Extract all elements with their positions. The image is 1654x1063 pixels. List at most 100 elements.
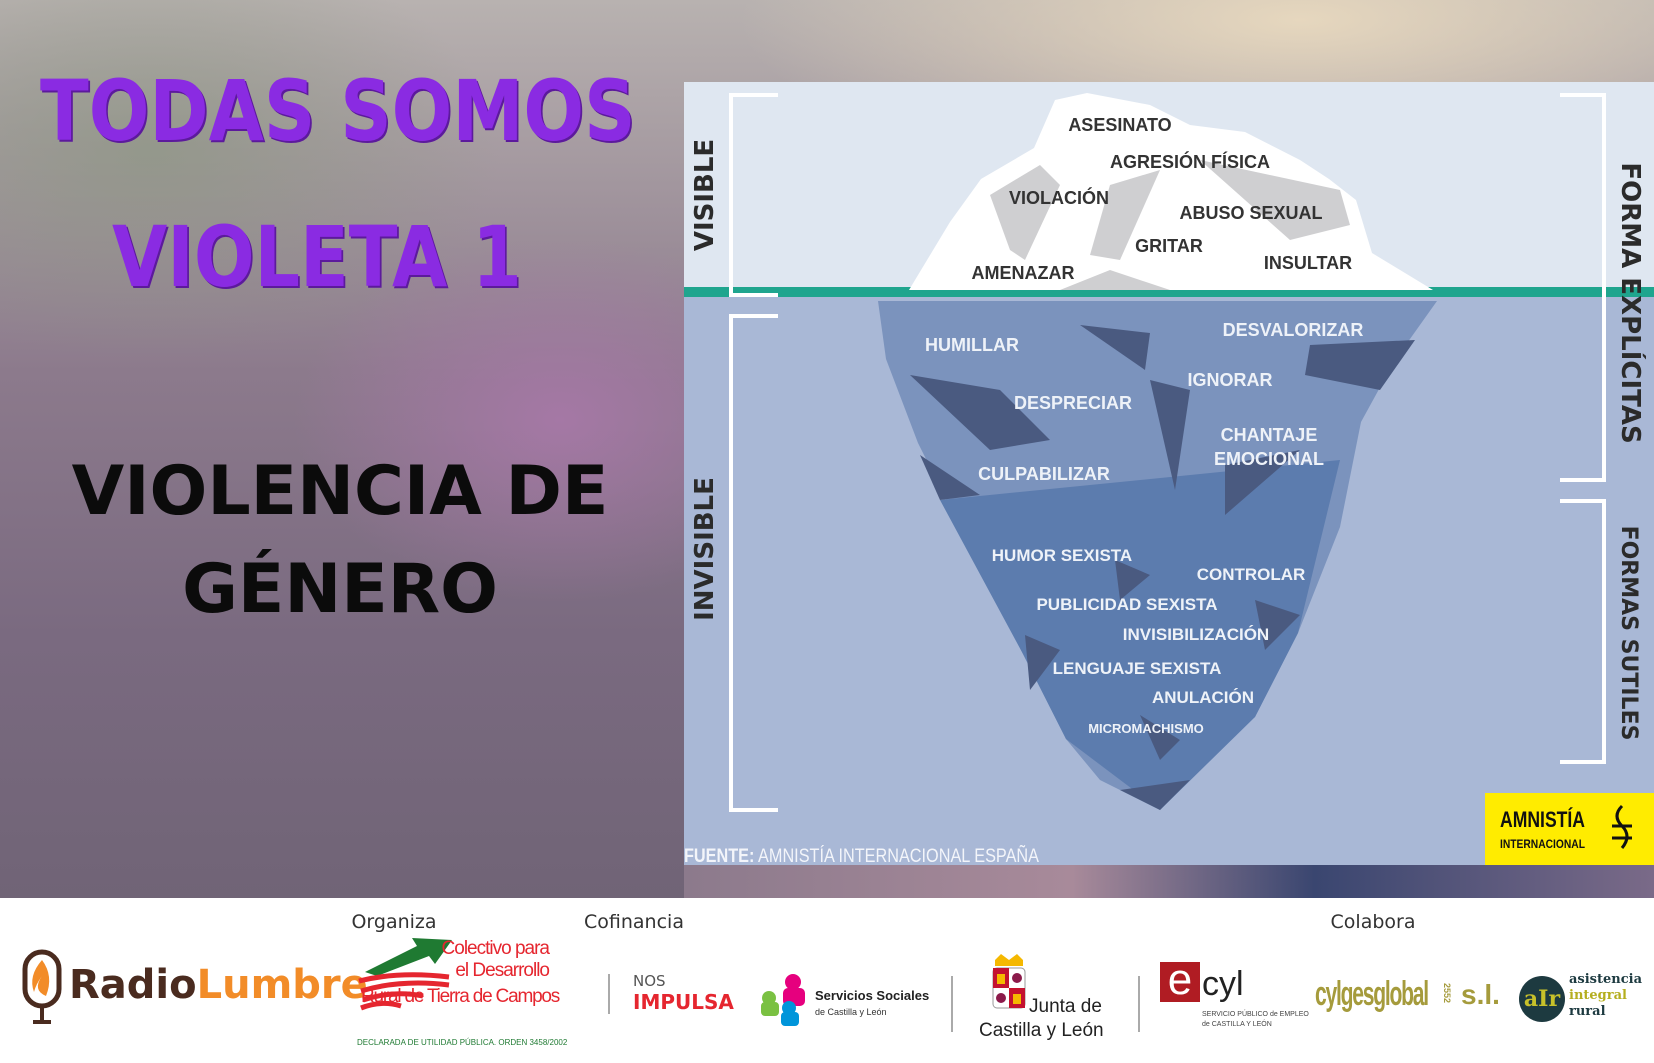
item-humor: HUMOR SEXISTA bbox=[992, 546, 1132, 565]
iceberg-facet bbox=[1255, 600, 1300, 650]
radio-logo-part2: Lumbre bbox=[196, 962, 368, 1008]
colectivo-line1: Colectivo para bbox=[441, 938, 550, 959]
ecyl-mark: e bbox=[1160, 958, 1200, 1002]
radio-logo-part1: Radio bbox=[69, 962, 197, 1008]
iceberg-facet bbox=[1150, 380, 1190, 490]
iceberg-facet bbox=[1025, 635, 1060, 690]
item-culpabilizar: CULPABILIZAR bbox=[978, 464, 1110, 484]
item-ignorar: IGNORAR bbox=[1188, 370, 1273, 390]
ecyl-line1: SERVICIO PÚBLICO de EMPLEO bbox=[1202, 1011, 1309, 1018]
organiza-label: Organiza bbox=[351, 911, 437, 933]
servicios-sociales-logo: Servicios Sociales de Castilla y León bbox=[757, 972, 930, 1028]
bracket-visible bbox=[729, 93, 778, 297]
subtitle-line-1: VIOLENCIA DE bbox=[71, 452, 609, 531]
iceberg-facet bbox=[1140, 715, 1180, 760]
radio-lumbre-logo: RadioLumbre bbox=[21, 948, 368, 1028]
amnesty-logo-line2: INTERNACIONAL bbox=[1500, 837, 1585, 851]
item-chantaje: CHANTAJE bbox=[1221, 425, 1318, 445]
iceberg-shadow bbox=[990, 165, 1060, 260]
item-agresion: AGRESIÓN FÍSICA bbox=[1110, 151, 1270, 172]
iceberg-shadow bbox=[1090, 170, 1160, 260]
item-anulacion: ANULACIÓN bbox=[1152, 688, 1254, 707]
invisible-items: HUMILLAR DESVALORIZAR IGNORAR DESPRECIAR… bbox=[925, 320, 1363, 736]
nos-impulsa-line2: IMPULSA bbox=[633, 990, 734, 1014]
cylgesglobal-logo: cylgesglobal 2552 s.l. bbox=[1315, 974, 1505, 1018]
asistencia-line3: rural bbox=[1569, 1004, 1606, 1019]
separator bbox=[1138, 976, 1140, 1032]
source-credit: FUENTE: AMNISTÍA INTERNACIONAL ESPAÑA bbox=[684, 845, 1039, 865]
candle-icon bbox=[1612, 804, 1632, 849]
iceberg-facet bbox=[1115, 560, 1150, 600]
item-lenguaje: LENGUAJE SEXISTA bbox=[1053, 659, 1222, 678]
item-amenazar: AMENAZAR bbox=[972, 263, 1075, 283]
item-asesinato: ASESINATO bbox=[1068, 115, 1171, 135]
ecyl-line2: de CASTILLA Y LEÓN bbox=[1202, 1021, 1272, 1028]
junta-line1: Junta de bbox=[1029, 996, 1102, 1017]
colabora-label: Colabora bbox=[1330, 911, 1416, 933]
cofinancia-label: Cofinancia bbox=[584, 911, 684, 933]
item-desvalorizar: DESVALORIZAR bbox=[1223, 320, 1364, 340]
colectivo-line3: Rural de Tierra de Campos bbox=[361, 986, 560, 1007]
servicios-line1: Servicios Sociales bbox=[815, 988, 930, 1003]
item-violacion: VIOLACIÓN bbox=[1009, 187, 1109, 208]
footer-sponsors: Organiza Cofinancia Colabora RadioLumbre… bbox=[0, 898, 1654, 1063]
item-emocional: EMOCIONAL bbox=[1214, 449, 1324, 469]
iceberg-facet bbox=[1120, 780, 1190, 810]
asistencia-line1: asistencia bbox=[1569, 972, 1643, 987]
item-abuso: ABUSO SEXUAL bbox=[1179, 203, 1322, 223]
label-explicit: FORMA EXPLÍCITAS bbox=[1615, 162, 1647, 443]
asistencia-integral-rural-logo: aIr asistencia integral rural bbox=[1519, 970, 1643, 1030]
servicios-line2: de Castilla y León bbox=[815, 1007, 887, 1017]
amnesty-logo-line1: AMNISTÍA bbox=[1500, 807, 1585, 832]
iceberg-facet bbox=[920, 455, 980, 500]
iceberg-infographic: VISIBLE INVISIBLE FORMA EXPLÍCITAS FORMA… bbox=[684, 82, 1654, 865]
title-line-1: TODAS SOMOS bbox=[40, 62, 636, 160]
title-line-2: VIOLETA 1 bbox=[112, 208, 522, 306]
item-controlar: CONTROLAR bbox=[1197, 565, 1306, 584]
colectivo-line2: el Desarrollo bbox=[455, 960, 550, 981]
source-label: FUENTE: bbox=[684, 846, 754, 865]
cylges-num: 2552 bbox=[1442, 982, 1453, 1004]
iceberg-facet bbox=[910, 375, 1050, 450]
iceberg-visible bbox=[909, 93, 1433, 290]
bracket-subtle bbox=[1560, 499, 1606, 764]
colectivo-line4: DECLARADA DE UTILIDAD PÚBLICA. ORDEN 345… bbox=[357, 1038, 568, 1047]
asistencia-line2: integral bbox=[1569, 988, 1627, 1003]
item-invisibilizacion: INVISIBILIZACIÓN bbox=[1123, 625, 1269, 644]
arrow-swoosh-icon bbox=[358, 938, 452, 1011]
iceberg-shadow bbox=[1060, 270, 1170, 290]
item-publicidad: PUBLICIDAD SEXISTA bbox=[1036, 595, 1217, 614]
microphone-flame-icon bbox=[22, 949, 62, 1024]
item-humillar: HUMILLAR bbox=[925, 335, 1019, 355]
asistencia-mark: aIr bbox=[1519, 976, 1565, 1022]
item-despreciar: DESPRECIAR bbox=[1014, 393, 1132, 413]
junta-cyl-logo: Junta de Castilla y León bbox=[979, 954, 1119, 1046]
subtitle-line-2: GÉNERO bbox=[182, 550, 498, 629]
background-image-strip bbox=[684, 865, 1654, 898]
waterline bbox=[684, 287, 1654, 297]
brackets bbox=[729, 93, 1606, 812]
iceberg-facet bbox=[1305, 340, 1415, 390]
item-insultar: INSULTAR bbox=[1264, 253, 1352, 273]
label-invisible: INVISIBLE bbox=[690, 477, 720, 621]
ecyl-logo: e cyl SERVICIO PÚBLICO de EMPLEO de CAST… bbox=[1160, 958, 1309, 1036]
bracket-invisible bbox=[729, 314, 778, 812]
visible-items: ASESINATO AGRESIÓN FÍSICA VIOLACIÓN ABUS… bbox=[972, 115, 1353, 283]
junta-line2: Castilla y León bbox=[979, 1020, 1104, 1041]
separator bbox=[608, 974, 610, 1014]
nos-impulsa-line1: NOS bbox=[633, 972, 666, 990]
label-subtle: FORMAS SUTILES bbox=[1616, 526, 1641, 741]
people-puzzle-icon bbox=[761, 974, 805, 1026]
item-micromachismo: MICROMACHISMO bbox=[1088, 721, 1204, 736]
cylges-name: cylgesglobal bbox=[1315, 975, 1429, 1013]
cylges-suffix: s.l. bbox=[1461, 979, 1500, 1010]
bracket-explicit bbox=[1560, 93, 1606, 482]
nos-impulsa-logo: NOS IMPULSA bbox=[633, 972, 734, 1014]
iceberg-deep-shade bbox=[940, 460, 1340, 810]
coat-of-arms-icon bbox=[992, 954, 1026, 1009]
ecyl-name: cyl bbox=[1202, 965, 1244, 1003]
iceberg-facet bbox=[1080, 325, 1150, 370]
iceberg-shadow bbox=[1200, 160, 1350, 240]
label-visible: VISIBLE bbox=[690, 139, 720, 251]
colectivo-logo: Colectivo para el Desarrollo Rural de Ti… bbox=[357, 936, 567, 1056]
